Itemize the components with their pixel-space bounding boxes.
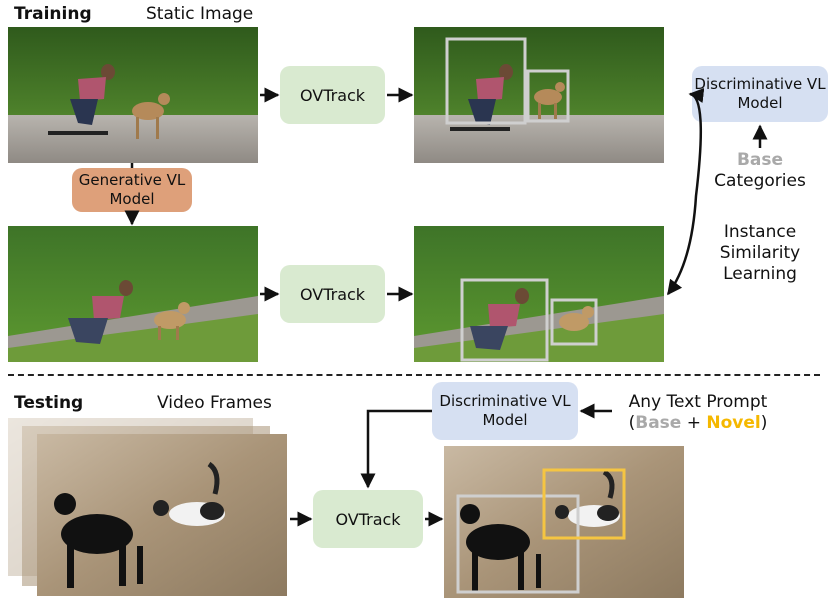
cat-track-box-testing [542, 468, 626, 540]
learning-word: Learning [723, 264, 797, 284]
static-image-label: Static Image [146, 4, 254, 24]
base-word: Base [736, 150, 784, 170]
instance-word: Instance [723, 222, 797, 242]
prompt-base-word: Base [635, 413, 682, 433]
prompt-open-paren: ( [628, 413, 636, 433]
person-track-box-generated [460, 278, 549, 362]
prompt-close-paren: ) [760, 413, 768, 433]
text-prompt-label: Any Text Prompt (Base + Novel) [606, 392, 790, 434]
dog-track-box-testing [456, 494, 580, 594]
instance-similarity-learning-label: Instance Similarity Learning [700, 222, 820, 285]
prompt-line-2: (Base + Novel) [606, 413, 790, 434]
arrow-discriminative-to-ovtrack [360, 409, 432, 489]
discriminative-vl-model-box-training: Discriminative VL Model [692, 66, 828, 122]
generative-vl-model-box: Generative VL Model [72, 168, 192, 212]
ovtrack-box-testing: OVTrack [313, 490, 423, 548]
generated-image-photo [8, 226, 258, 362]
categories-word: Categories [714, 171, 806, 191]
base-categories-label: Base Categories [700, 150, 820, 192]
static-image-photo [8, 27, 258, 163]
ovtrack-box-mid: OVTrack [280, 265, 385, 323]
testing-result-photo [444, 446, 684, 598]
detection-result-photo [414, 27, 664, 163]
testing-heading: Testing [14, 393, 84, 413]
ovtrack-box-top: OVTrack [280, 66, 385, 124]
video-frames-label: Video Frames [157, 393, 272, 413]
arrow-instance-similarity [666, 88, 705, 296]
generated-detection-photo [414, 226, 664, 362]
prompt-plus: + [681, 413, 707, 433]
dog-track-box [526, 69, 570, 123]
prompt-novel-word: Novel [706, 413, 761, 433]
section-divider [8, 374, 820, 376]
discriminative-vl-model-box-testing: Discriminative VL Model [432, 382, 578, 440]
training-heading: Training [14, 4, 92, 24]
similarity-word: Similarity [719, 243, 801, 263]
person-track-box [445, 37, 527, 125]
video-frame-front [37, 434, 287, 596]
dog-track-box-generated [550, 298, 598, 346]
prompt-line-1: Any Text Prompt [628, 392, 768, 412]
